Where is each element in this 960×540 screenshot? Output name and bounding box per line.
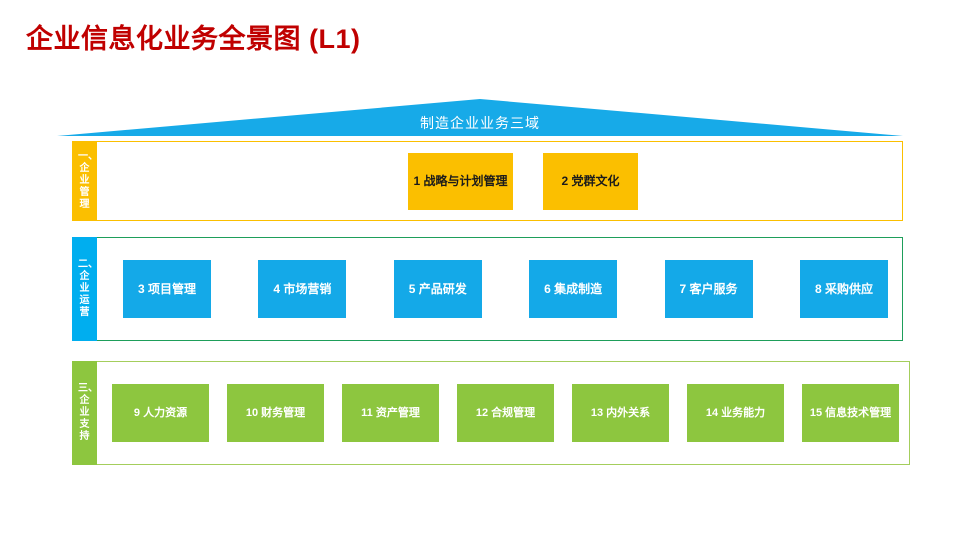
module-card-9[interactable]: 9 人力资源 (112, 384, 209, 442)
roof-banner-label: 制造企业业务三域 (420, 115, 540, 131)
band-label-enterprise-management: 一、企业管理 (72, 141, 98, 221)
band-enterprise-operations: 二、企业运营 3 项目管理 4 市场营销 5 产品研发 6 集成制造 7 客户服… (72, 237, 903, 341)
module-card-13[interactable]: 13 内外关系 (572, 384, 669, 442)
band-label-text: 一、企业管理 (78, 151, 98, 210)
module-card-6[interactable]: 6 集成制造 (529, 260, 618, 318)
module-card-4[interactable]: 4 市场营销 (258, 260, 347, 318)
module-card-1[interactable]: 1 战略与计划管理 (408, 152, 513, 210)
module-card-5[interactable]: 5 产品研发 (393, 260, 482, 318)
module-card-14[interactable]: 14 业务能力 (687, 384, 784, 442)
module-card-2[interactable]: 2 党群文化 (543, 152, 638, 210)
band-body-enterprise-operations: 3 项目管理 4 市场营销 5 产品研发 6 集成制造 7 客户服务 8 采购供… (97, 237, 903, 341)
band-label-text: 三、企业支持 (78, 383, 98, 442)
module-card-8[interactable]: 8 采购供应 (799, 260, 888, 318)
band-label-enterprise-operations: 二、企业运营 (72, 237, 98, 341)
band-enterprise-management: 一、企业管理 1 战略与计划管理 2 党群文化 (72, 141, 903, 221)
band-label-enterprise-support: 三、企业支持 (72, 361, 98, 465)
band-body-enterprise-support: 9 人力资源 10 财务管理 11 资产管理 12 合规管理 13 内外关系 1… (97, 361, 910, 465)
module-card-3[interactable]: 3 项目管理 (123, 260, 211, 318)
module-card-15[interactable]: 15 信息技术管理 (802, 384, 899, 442)
module-card-7[interactable]: 7 客户服务 (664, 260, 753, 318)
module-card-12[interactable]: 12 合规管理 (457, 384, 554, 442)
roof-banner: 制造企业业务三域 (57, 99, 903, 136)
band-enterprise-support: 三、企业支持 9 人力资源 10 财务管理 11 资产管理 12 合规管理 13… (72, 361, 910, 465)
band-body-enterprise-management: 1 战略与计划管理 2 党群文化 (97, 141, 903, 221)
band-label-text: 二、企业运营 (78, 259, 98, 318)
module-card-10[interactable]: 10 财务管理 (227, 384, 324, 442)
page-title: 企业信息化业务全景图 (L1) (26, 24, 361, 54)
module-card-11[interactable]: 11 资产管理 (342, 384, 439, 442)
